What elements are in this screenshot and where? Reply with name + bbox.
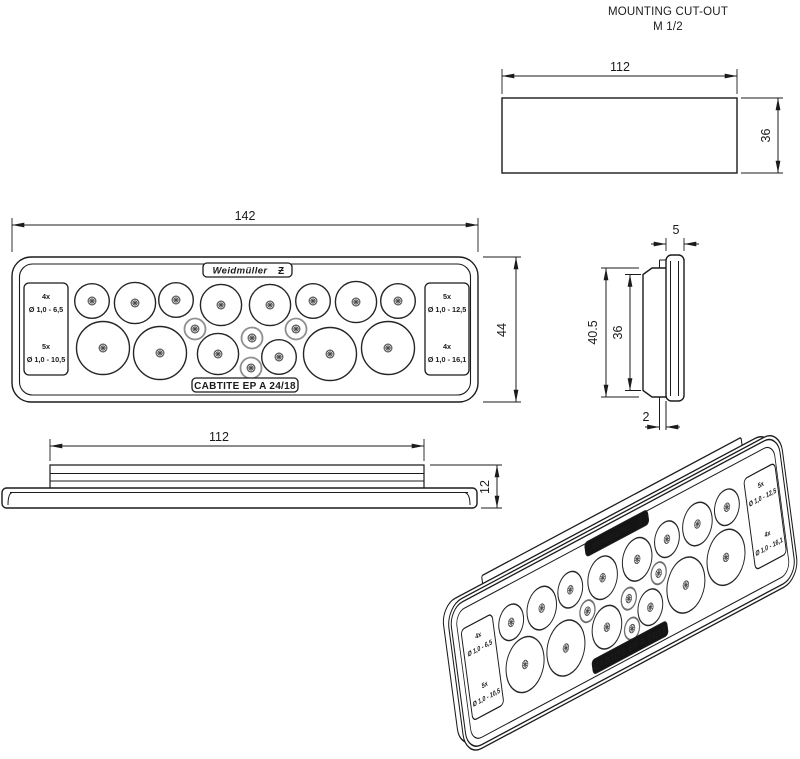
dim-profile-width: 5 bbox=[673, 223, 680, 237]
dim-cutout-width: 112 bbox=[610, 60, 630, 74]
dim-front-height: 44 bbox=[495, 323, 509, 337]
mounting-cutout-view: MOUNTING CUT-OUT M 1/2 112 36 bbox=[501, 6, 783, 174]
dim-front-width: 142 bbox=[235, 209, 256, 223]
dim-side-thickness: 12 bbox=[478, 480, 492, 494]
front-view: 142 44 bbox=[12, 209, 521, 402]
profile-plate-edge bbox=[665, 254, 685, 402]
dim-profile-web: 2 bbox=[643, 410, 650, 424]
dim-cutout-height: 36 bbox=[759, 129, 773, 143]
cutout-rectangle bbox=[501, 97, 738, 174]
view-title-line1: MOUNTING CUT-OUT bbox=[608, 6, 728, 18]
profile-web bbox=[659, 259, 667, 430]
profile-view: 5 40.5 36 2 bbox=[586, 223, 699, 430]
view-title-line2: M 1/2 bbox=[653, 21, 683, 33]
isometric-view bbox=[442, 418, 799, 759]
plate-face-iso bbox=[449, 434, 797, 752]
side-view: 112 12 bbox=[1, 430, 502, 509]
dim-profile-inner-height: 36 bbox=[611, 326, 625, 340]
side-raised-block bbox=[49, 464, 425, 488]
dim-profile-outer-height: 40.5 bbox=[586, 320, 600, 344]
side-base-plate bbox=[1, 487, 478, 509]
profile-rear-block bbox=[642, 267, 666, 398]
dim-side-width: 112 bbox=[209, 430, 229, 444]
